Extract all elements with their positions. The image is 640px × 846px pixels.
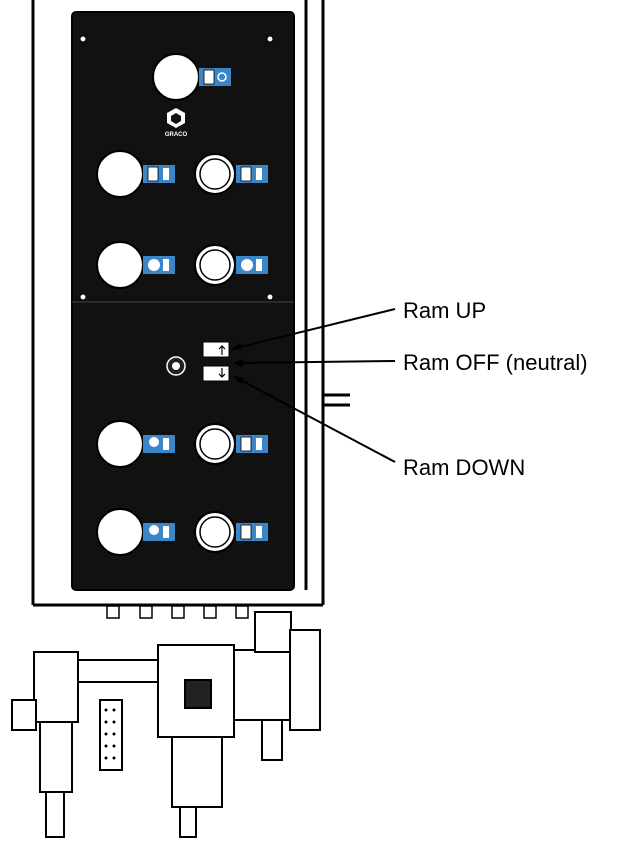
bottom-fittings (106, 605, 249, 619)
air-filter-assembly (11, 651, 159, 838)
ram-up-leader (231, 308, 396, 350)
power-label-tag (199, 68, 231, 86)
ram-raise-indicator-label-tag (236, 435, 268, 453)
ram-raise-label-tag (143, 435, 175, 453)
pressure-regulator (157, 644, 235, 838)
pump-stop-button[interactable] (194, 153, 236, 195)
ram-raise-indicator-button[interactable] (194, 423, 236, 465)
heater-off-label-tag (236, 256, 268, 274)
panel-screws (79, 35, 274, 301)
valve-knob-icon (172, 362, 180, 370)
heater-on-label-tag (143, 256, 175, 274)
ram-off-leader (234, 360, 396, 364)
ram-up-label-tag (202, 341, 230, 358)
ram-down-callout: Ram DOWN (403, 455, 525, 480)
power-button[interactable] (152, 53, 200, 101)
ram-off-callout: Ram OFF (neutral) (403, 350, 588, 375)
pump-start-label-tag (143, 165, 175, 183)
ram-up-callout: Ram UP (403, 298, 486, 323)
arrow-down-icon (218, 368, 226, 378)
power-icon (217, 72, 227, 82)
ram-lower-indicator-label-tag (236, 523, 268, 541)
ram-lower-button[interactable] (96, 508, 144, 556)
callout-leaders (231, 308, 396, 463)
brand-logo-text: GRACO (165, 132, 188, 138)
ram-down-leader (234, 376, 396, 463)
pump-stop-label-tag (236, 165, 268, 183)
ram-raise-button[interactable] (96, 420, 144, 468)
ram-down-label-tag (202, 365, 230, 382)
heater-on-button[interactable] (96, 241, 144, 289)
pump-start-button[interactable] (96, 150, 144, 198)
filter-element (104, 708, 116, 760)
graco-logo: GRACO (165, 108, 188, 138)
ram-valve-knob[interactable] (166, 356, 186, 376)
ram-lower-indicator-button[interactable] (194, 511, 236, 553)
heater-off-button[interactable] (194, 244, 236, 286)
cabinet-housing (31, 0, 350, 607)
arrow-up-icon (218, 345, 226, 355)
ram-lower-label-tag (143, 523, 175, 541)
valve-assembly (233, 611, 321, 761)
callout-arrowheads (230, 343, 244, 384)
